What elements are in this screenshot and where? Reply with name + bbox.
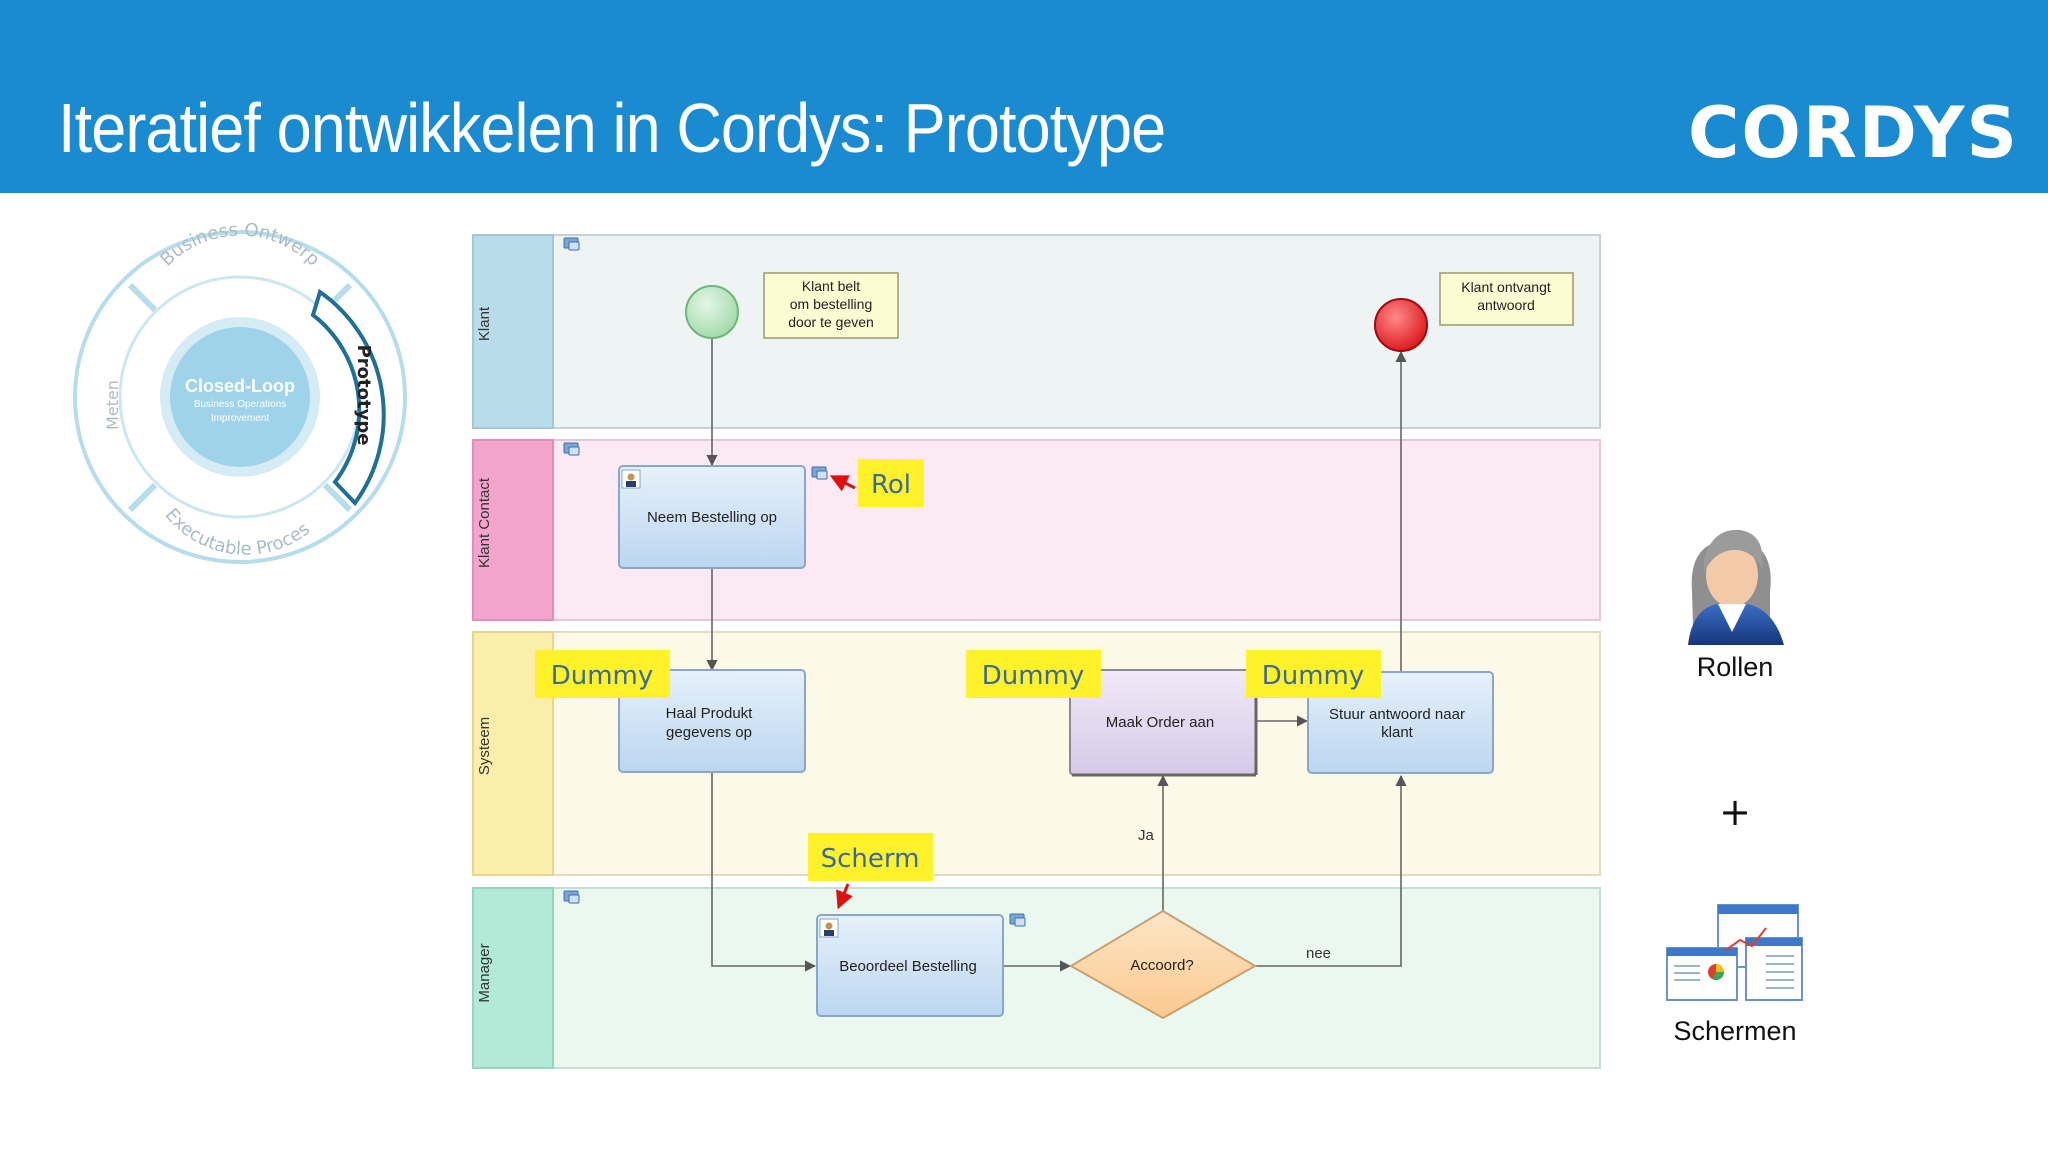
user-task-icon: [621, 469, 641, 489]
closed-loop-cycle: Closed-Loop Business Operations Improvem…: [73, 220, 407, 564]
svg-text:Haal Produkt: Haal Produkt: [666, 705, 754, 722]
svg-text:Klant ontvangt: Klant ontvangt: [1461, 279, 1551, 295]
end-event: [1374, 298, 1428, 352]
start-event: [685, 285, 739, 339]
plus-sign: +: [1719, 790, 1751, 834]
segment-meten: Meten: [103, 380, 122, 430]
note-start: Klant belt om bestelling door te geven: [763, 272, 899, 339]
callout-scherm: Scherm: [808, 833, 933, 881]
callout-rol: Rol: [858, 459, 924, 507]
brand-logo: CORDYS: [1688, 92, 2019, 174]
lane-label-klant: Klant: [476, 306, 493, 341]
edge-label-ja: Ja: [1138, 827, 1155, 844]
svg-text:Accoord?: Accoord?: [1130, 957, 1193, 974]
screens-icon: [1666, 904, 1803, 1001]
callout-dummy-3: Dummy: [1246, 650, 1381, 698]
svg-text:Stuur antwoord naar: Stuur antwoord naar: [1329, 706, 1465, 723]
svg-text:Scherm: Scherm: [821, 844, 920, 874]
callout-dummy-2: Dummy: [966, 650, 1101, 698]
task-beoordeel-bestelling: Beoordeel Bestelling: [816, 914, 1004, 1017]
schermen-label: Schermen: [1673, 1016, 1797, 1046]
user-task-icon: [819, 918, 839, 938]
lane-manager: [472, 887, 1601, 1069]
gateway-accoord: Accoord?: [1069, 909, 1257, 1020]
lane-label-manager: Manager: [476, 943, 493, 1002]
task-maak-order: Maak Order aan: [1069, 669, 1258, 777]
lane-role-icon: [563, 442, 580, 456]
rollen-label: Rollen: [1696, 652, 1774, 682]
cycle-center-title: Closed-Loop: [185, 376, 295, 396]
svg-text:Dummy: Dummy: [982, 661, 1085, 691]
segment-prototype: Prototype: [353, 345, 374, 446]
svg-text:Rol: Rol: [871, 470, 911, 500]
callout-dummy-1: Dummy: [535, 650, 670, 698]
prototype-segment: [310, 288, 386, 507]
svg-text:gegevens op: gegevens op: [666, 724, 752, 741]
page-title: Iteratief ontwikkelen in Cordys: Prototy…: [58, 89, 1166, 167]
svg-text:Dummy: Dummy: [1262, 661, 1365, 691]
svg-text:Dummy: Dummy: [551, 661, 654, 691]
task-role-icon: [811, 466, 828, 480]
svg-text:antwoord: antwoord: [1477, 297, 1535, 313]
person-icon: [1688, 529, 1784, 645]
svg-text:Neem Bestelling op: Neem Bestelling op: [647, 509, 777, 526]
svg-text:Beoordeel Bestelling: Beoordeel Bestelling: [839, 958, 977, 975]
callout-scherm-arrow: [836, 883, 853, 910]
callout-rol-arrow: [829, 475, 856, 492]
lane-role-icon: [563, 890, 580, 904]
svg-text:Maak Order aan: Maak Order aan: [1106, 714, 1214, 731]
cycle-center-subtitle-1: Business Operations: [194, 399, 286, 410]
note-end: Klant ontvangt antwoord: [1439, 272, 1574, 326]
header-bar: [0, 0, 2048, 193]
task-neem-bestelling: Neem Bestelling op: [618, 465, 806, 569]
lane-role-icon: [563, 237, 580, 251]
swimlane-diagram: Klant Klant Contact Systeem Manager: [472, 234, 1601, 1069]
svg-text:om bestelling: om bestelling: [790, 296, 873, 312]
lane-label-systeem: Systeem: [476, 717, 493, 775]
lane-klant: [472, 234, 1601, 429]
cycle-center-subtitle-2: Improvement: [211, 413, 270, 424]
task-role-icon: [1009, 913, 1026, 927]
svg-text:door te geven: door te geven: [788, 314, 874, 330]
svg-text:Klant belt: Klant belt: [802, 278, 860, 294]
svg-text:klant: klant: [1381, 724, 1414, 741]
edge-label-nee: nee: [1306, 945, 1331, 962]
lane-label-klant-contact: Klant Contact: [476, 477, 493, 568]
